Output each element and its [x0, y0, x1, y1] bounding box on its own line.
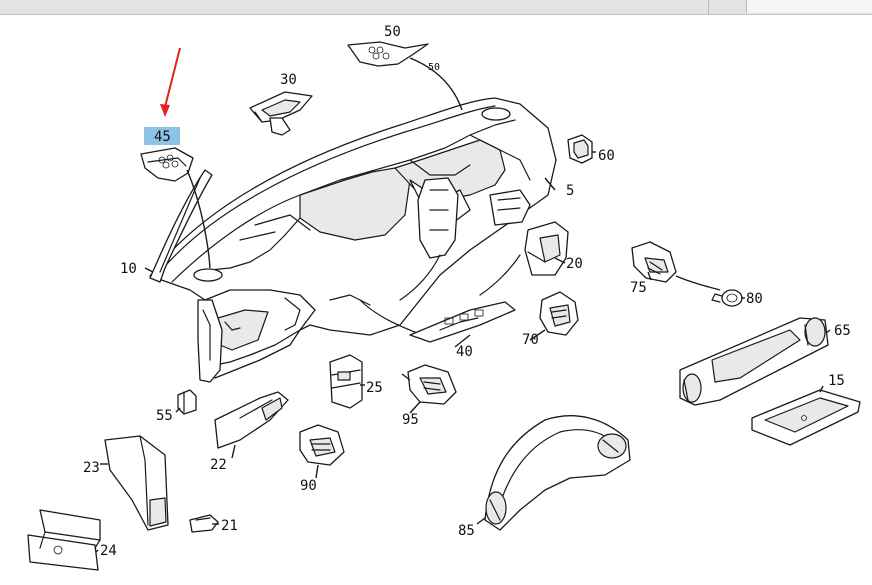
callout-labels: 50 50 30 45 60 5 10 20 75 80 65 70 40 15… [83, 24, 851, 559]
callout-45: 45 [154, 129, 171, 145]
part-55-clip[interactable] [177, 389, 197, 415]
callout-25: 25 [366, 380, 383, 396]
callout-60: 60 [598, 148, 615, 164]
part-80-screw[interactable] [711, 289, 743, 307]
callout-75: 75 [630, 280, 647, 296]
callout-65: 65 [834, 323, 851, 339]
callout-15: 15 [828, 373, 845, 389]
part-70-vent[interactable] [539, 291, 579, 336]
callout-70: 70 [522, 332, 539, 348]
callout-85: 85 [458, 523, 475, 539]
callout-45-highlight [144, 127, 180, 145]
callout-5: 5 [566, 183, 574, 199]
callout-95: 95 [402, 412, 419, 428]
part-24-bracket[interactable] [27, 509, 101, 571]
callout-24: 24 [100, 543, 117, 559]
callout-40: 40 [456, 344, 473, 360]
window-top-bar [0, 0, 872, 15]
part-15-tray[interactable] [751, 389, 861, 446]
part-95-vent[interactable] [407, 364, 457, 405]
part-75-vent[interactable] [631, 241, 721, 291]
callout-80: 80 [746, 291, 763, 307]
part-60-clip[interactable] [567, 134, 593, 164]
part-90-vent[interactable] [299, 424, 345, 466]
part-30-vent-housing[interactable] [249, 91, 313, 136]
part-85-instrument-surround[interactable] [484, 415, 631, 531]
callout-21: 21 [221, 518, 238, 534]
part-40-trim-strip[interactable] [409, 301, 516, 343]
part-23-duct[interactable] [104, 435, 169, 531]
part-20-bracket[interactable] [524, 221, 569, 276]
callout-55: 55 [156, 408, 173, 424]
callout-30: 30 [280, 72, 297, 88]
callout-10: 10 [120, 261, 137, 277]
part-50-speaker-cover[interactable] [347, 41, 463, 111]
callout-50: 50 [384, 24, 401, 40]
part-25-switch-module[interactable] [329, 354, 363, 409]
part-21-clip[interactable] [189, 514, 219, 533]
leader-lines [95, 151, 831, 553]
callout-23: 23 [83, 460, 100, 476]
part-45-speaker-cover[interactable] [140, 147, 211, 269]
part-22-air-duct[interactable] [214, 391, 289, 449]
part-65-cluster-bezel[interactable] [679, 317, 829, 406]
callout-20: 20 [566, 256, 583, 272]
callout-22: 22 [210, 457, 227, 473]
callout-90: 90 [300, 478, 317, 494]
dashboard-body[interactable] [149, 97, 557, 383]
red-arrow-indicator [160, 47, 181, 117]
top-bar-field[interactable] [746, 0, 872, 13]
callout-50-small: 50 [428, 62, 440, 73]
top-bar-divider [708, 0, 709, 14]
